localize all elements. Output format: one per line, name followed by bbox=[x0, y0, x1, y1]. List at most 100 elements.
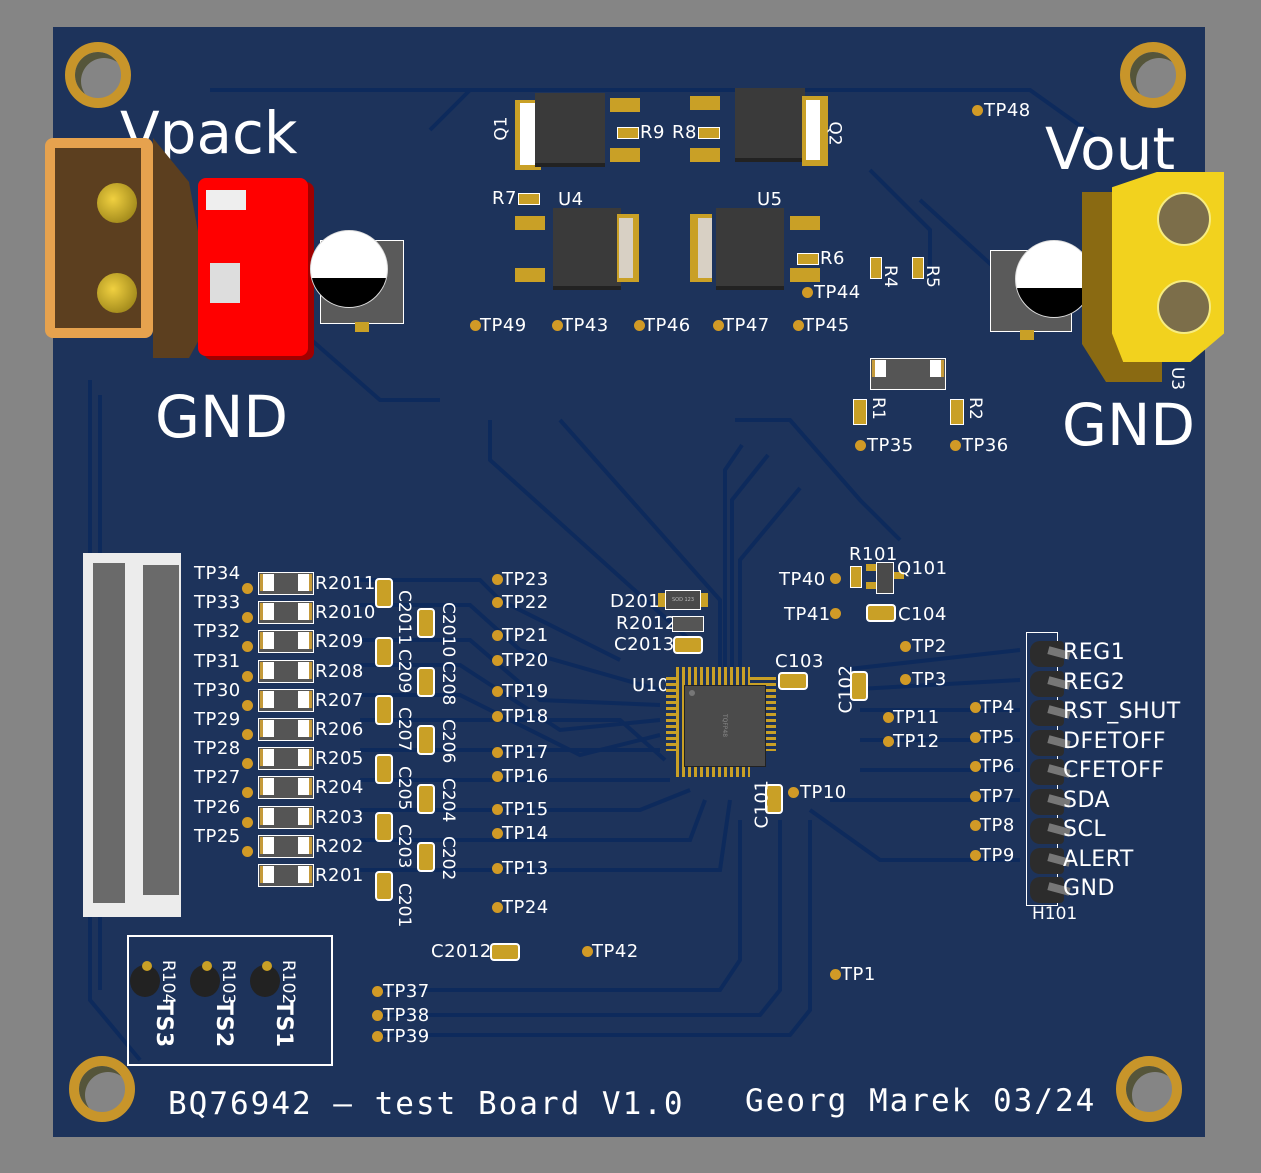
tp41-label: TP41 bbox=[784, 604, 831, 625]
xt60-connector-vpack[interactable] bbox=[45, 138, 213, 358]
c203-label: C203 bbox=[394, 824, 414, 869]
test-point-tp19[interactable] bbox=[492, 686, 503, 697]
resistor-r209 bbox=[258, 630, 314, 654]
vout-pin-2 bbox=[1157, 280, 1211, 334]
r4-label: R4 bbox=[879, 265, 900, 288]
r1-label: R1 bbox=[867, 397, 888, 420]
test-point-tp21[interactable] bbox=[492, 630, 503, 641]
test-point-tp7[interactable] bbox=[970, 790, 981, 802]
test-point-tp43[interactable] bbox=[552, 320, 563, 331]
r2-label: R2 bbox=[964, 397, 985, 420]
tp9-label: TP9 bbox=[980, 844, 1015, 866]
vout-label: Vout bbox=[1045, 115, 1176, 183]
test-point-tp32[interactable] bbox=[242, 641, 253, 653]
c103-label: C103 bbox=[775, 651, 824, 672]
test-point-tp28[interactable] bbox=[242, 758, 253, 770]
r5-label: R5 bbox=[921, 265, 942, 288]
tp26-label: TP26 bbox=[194, 796, 241, 818]
tp10-label: TP10 bbox=[800, 782, 847, 803]
resistor-r203 bbox=[258, 805, 314, 829]
c208-label: C208 bbox=[438, 660, 458, 705]
test-point-tp8[interactable] bbox=[970, 820, 981, 831]
test-point-tp41[interactable] bbox=[830, 608, 841, 619]
tp23-label: TP23 bbox=[502, 569, 549, 590]
test-point-tp25[interactable] bbox=[242, 845, 253, 857]
test-point-tp27[interactable] bbox=[242, 787, 253, 799]
test-point-tp6[interactable] bbox=[970, 761, 981, 772]
test-point-tp35[interactable] bbox=[855, 440, 866, 451]
test-point-tp12[interactable] bbox=[883, 736, 894, 747]
c2013-label: C2013 bbox=[614, 634, 675, 655]
test-point-tp24[interactable] bbox=[492, 902, 503, 913]
tp18-label: TP18 bbox=[502, 706, 549, 727]
u5-label: U5 bbox=[757, 189, 783, 210]
test-point-tp47[interactable] bbox=[713, 320, 724, 331]
test-point-tp18[interactable] bbox=[492, 711, 503, 722]
board-author-date: Georg Marek 03/24 bbox=[745, 1083, 1097, 1119]
test-point-tp5[interactable] bbox=[970, 731, 981, 743]
test-point-tp46[interactable] bbox=[634, 320, 645, 331]
test-point-tp48[interactable] bbox=[972, 105, 983, 116]
test-point-tp22[interactable] bbox=[492, 597, 503, 608]
test-point-tp31[interactable] bbox=[242, 670, 253, 682]
test-point-tp33[interactable] bbox=[242, 612, 253, 624]
test-point-tp29[interactable] bbox=[242, 729, 253, 740]
resistor-r6 bbox=[797, 253, 819, 265]
test-point-tp44[interactable] bbox=[802, 287, 813, 298]
diode-d201: SOD 123 bbox=[658, 590, 708, 610]
test-point-tp45[interactable] bbox=[793, 320, 804, 331]
tp2-label: TP2 bbox=[912, 636, 947, 657]
test-point-tp17[interactable] bbox=[492, 747, 503, 758]
resistor-r9 bbox=[617, 127, 639, 139]
test-point-tp1[interactable] bbox=[830, 969, 841, 980]
thermistor-pad bbox=[142, 961, 152, 971]
capacitor-c2011 bbox=[375, 578, 393, 608]
test-point-tp36[interactable] bbox=[950, 440, 961, 451]
test-point-tp49[interactable] bbox=[470, 320, 481, 331]
tp35-label: TP35 bbox=[867, 435, 914, 456]
test-point-tp30[interactable] bbox=[242, 699, 253, 711]
r9-label: R9 bbox=[640, 122, 665, 143]
test-point-tp38[interactable] bbox=[372, 1010, 383, 1021]
test-point-tp34[interactable] bbox=[242, 583, 253, 594]
test-point-tp11[interactable] bbox=[883, 712, 894, 723]
r2012-label: R2012 bbox=[616, 613, 677, 634]
resistor-r208 bbox=[258, 659, 314, 683]
r8-label: R8 bbox=[672, 122, 697, 143]
q101-label: Q101 bbox=[897, 558, 948, 579]
tp13-label: TP13 bbox=[502, 858, 549, 879]
mounting-hole-top-right bbox=[1120, 42, 1186, 108]
tp44-label: TP44 bbox=[814, 282, 861, 303]
test-point-tp13[interactable] bbox=[492, 863, 503, 874]
fuse-holder-red[interactable] bbox=[198, 178, 308, 356]
test-point-tp9[interactable] bbox=[970, 849, 981, 861]
test-point-tp16[interactable] bbox=[492, 771, 503, 782]
test-point-tp14[interactable] bbox=[492, 828, 503, 839]
capacitor-c202 bbox=[417, 842, 435, 872]
test-point-tp4[interactable] bbox=[970, 702, 981, 713]
test-point-tp42[interactable] bbox=[582, 946, 593, 957]
tp28-label: TP28 bbox=[194, 738, 241, 760]
test-point-tp3[interactable] bbox=[900, 674, 911, 685]
test-point-tp15[interactable] bbox=[492, 804, 503, 815]
test-point-tp40[interactable] bbox=[830, 573, 841, 584]
capacitor-c204 bbox=[417, 783, 435, 814]
test-point-tp2[interactable] bbox=[900, 641, 911, 652]
header-pin-label: REG2 bbox=[1063, 669, 1126, 695]
tp30-label: TP30 bbox=[194, 679, 241, 701]
r201-label: R201 bbox=[315, 865, 364, 886]
test-point-tp10[interactable] bbox=[788, 787, 799, 798]
test-point-tp26[interactable] bbox=[242, 816, 253, 828]
r2011-label: R2011 bbox=[315, 573, 376, 594]
test-point-tp23[interactable] bbox=[492, 574, 503, 585]
tp1-label: TP1 bbox=[841, 964, 876, 985]
test-point-tp20[interactable] bbox=[492, 655, 503, 666]
resistor-r202 bbox=[258, 834, 314, 858]
test-point-tp37[interactable] bbox=[372, 986, 383, 997]
cell-balance-connector[interactable] bbox=[83, 553, 181, 917]
test-point-tp39[interactable] bbox=[372, 1031, 383, 1042]
header-pin-label: REG1 bbox=[1063, 640, 1126, 665]
transistor-q101 bbox=[866, 562, 906, 594]
q2-label: Q2 bbox=[824, 121, 845, 146]
xt60-connector-vout[interactable] bbox=[1082, 172, 1224, 382]
